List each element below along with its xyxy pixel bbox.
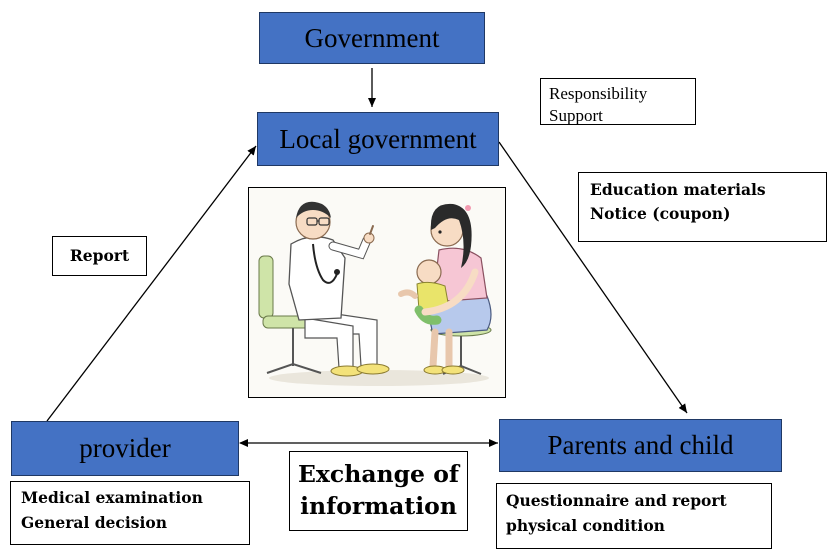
local-government-node: Local government [257, 112, 499, 166]
parents-and-child-node: Parents and child [499, 419, 782, 472]
government-node: Government [259, 12, 485, 64]
responsibility-support-note: Responsibility Support [540, 78, 696, 125]
report-note: Report [52, 236, 147, 276]
education-notice-note: Education materials Notice (coupon) [578, 172, 827, 242]
notice-coupon-text: Notice (coupon) [590, 204, 731, 224]
exchange-of-text: Exchange of [298, 460, 459, 489]
questionnaire-report-text: Questionnaire and report [506, 491, 727, 510]
parent-tasks-note: Questionnaire and report physical condit… [496, 483, 772, 549]
exchange-information-note: Exchange of information [289, 451, 468, 531]
materials-word: materials [683, 180, 766, 199]
medical-examination-text: Medical examination [21, 488, 203, 507]
provider-node: provider [11, 421, 239, 476]
support-text: Support [549, 106, 603, 126]
parents-and-child-label: Parents and child [547, 430, 734, 460]
government-label: Government [304, 22, 440, 53]
illustration-drawing [258, 201, 492, 386]
education-materials-text: Education materials [590, 178, 816, 202]
arrow-provider-to-local [46, 145, 257, 422]
physical-condition-text: physical condition [506, 515, 665, 535]
provider-tasks-note: Medical examination General decision [10, 481, 250, 545]
responsibility-text: Responsibility [549, 84, 648, 103]
education-word: Education [590, 180, 679, 199]
report-text: Report [69, 245, 130, 265]
information-text: information [300, 492, 457, 520]
general-decision-text: General decision [21, 512, 167, 532]
doctor-child-illustration [248, 187, 506, 398]
local-government-label: Local government [279, 123, 477, 154]
provider-label: provider [79, 433, 171, 463]
